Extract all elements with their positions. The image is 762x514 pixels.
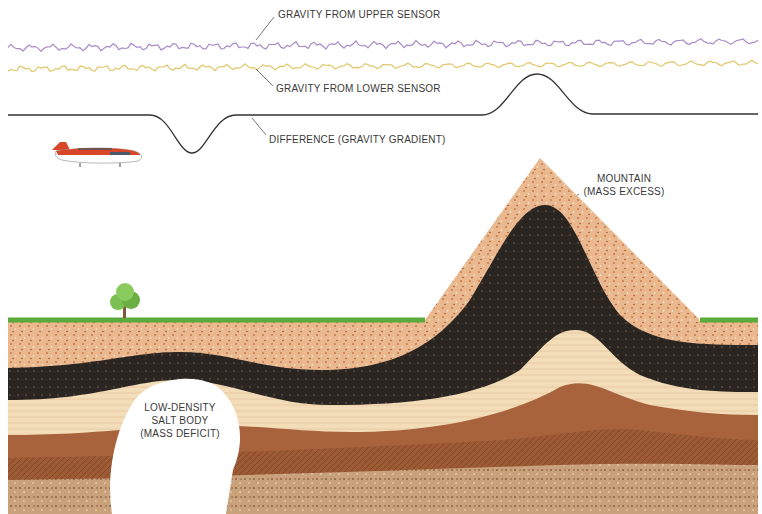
signal-label: GRAVITY FROM UPPER SENSOR — [278, 8, 440, 21]
feature-label: LOW-DENSITY SALT BODY (MASS DEFICIT) — [139, 401, 221, 440]
signal-label: DIFFERENCE (GRAVITY GRADIENT) — [269, 133, 446, 146]
feature-label: MOUNTAIN (MASS EXCESS) — [582, 172, 666, 198]
signal-label: GRAVITY FROM LOWER SENSOR — [276, 82, 441, 95]
